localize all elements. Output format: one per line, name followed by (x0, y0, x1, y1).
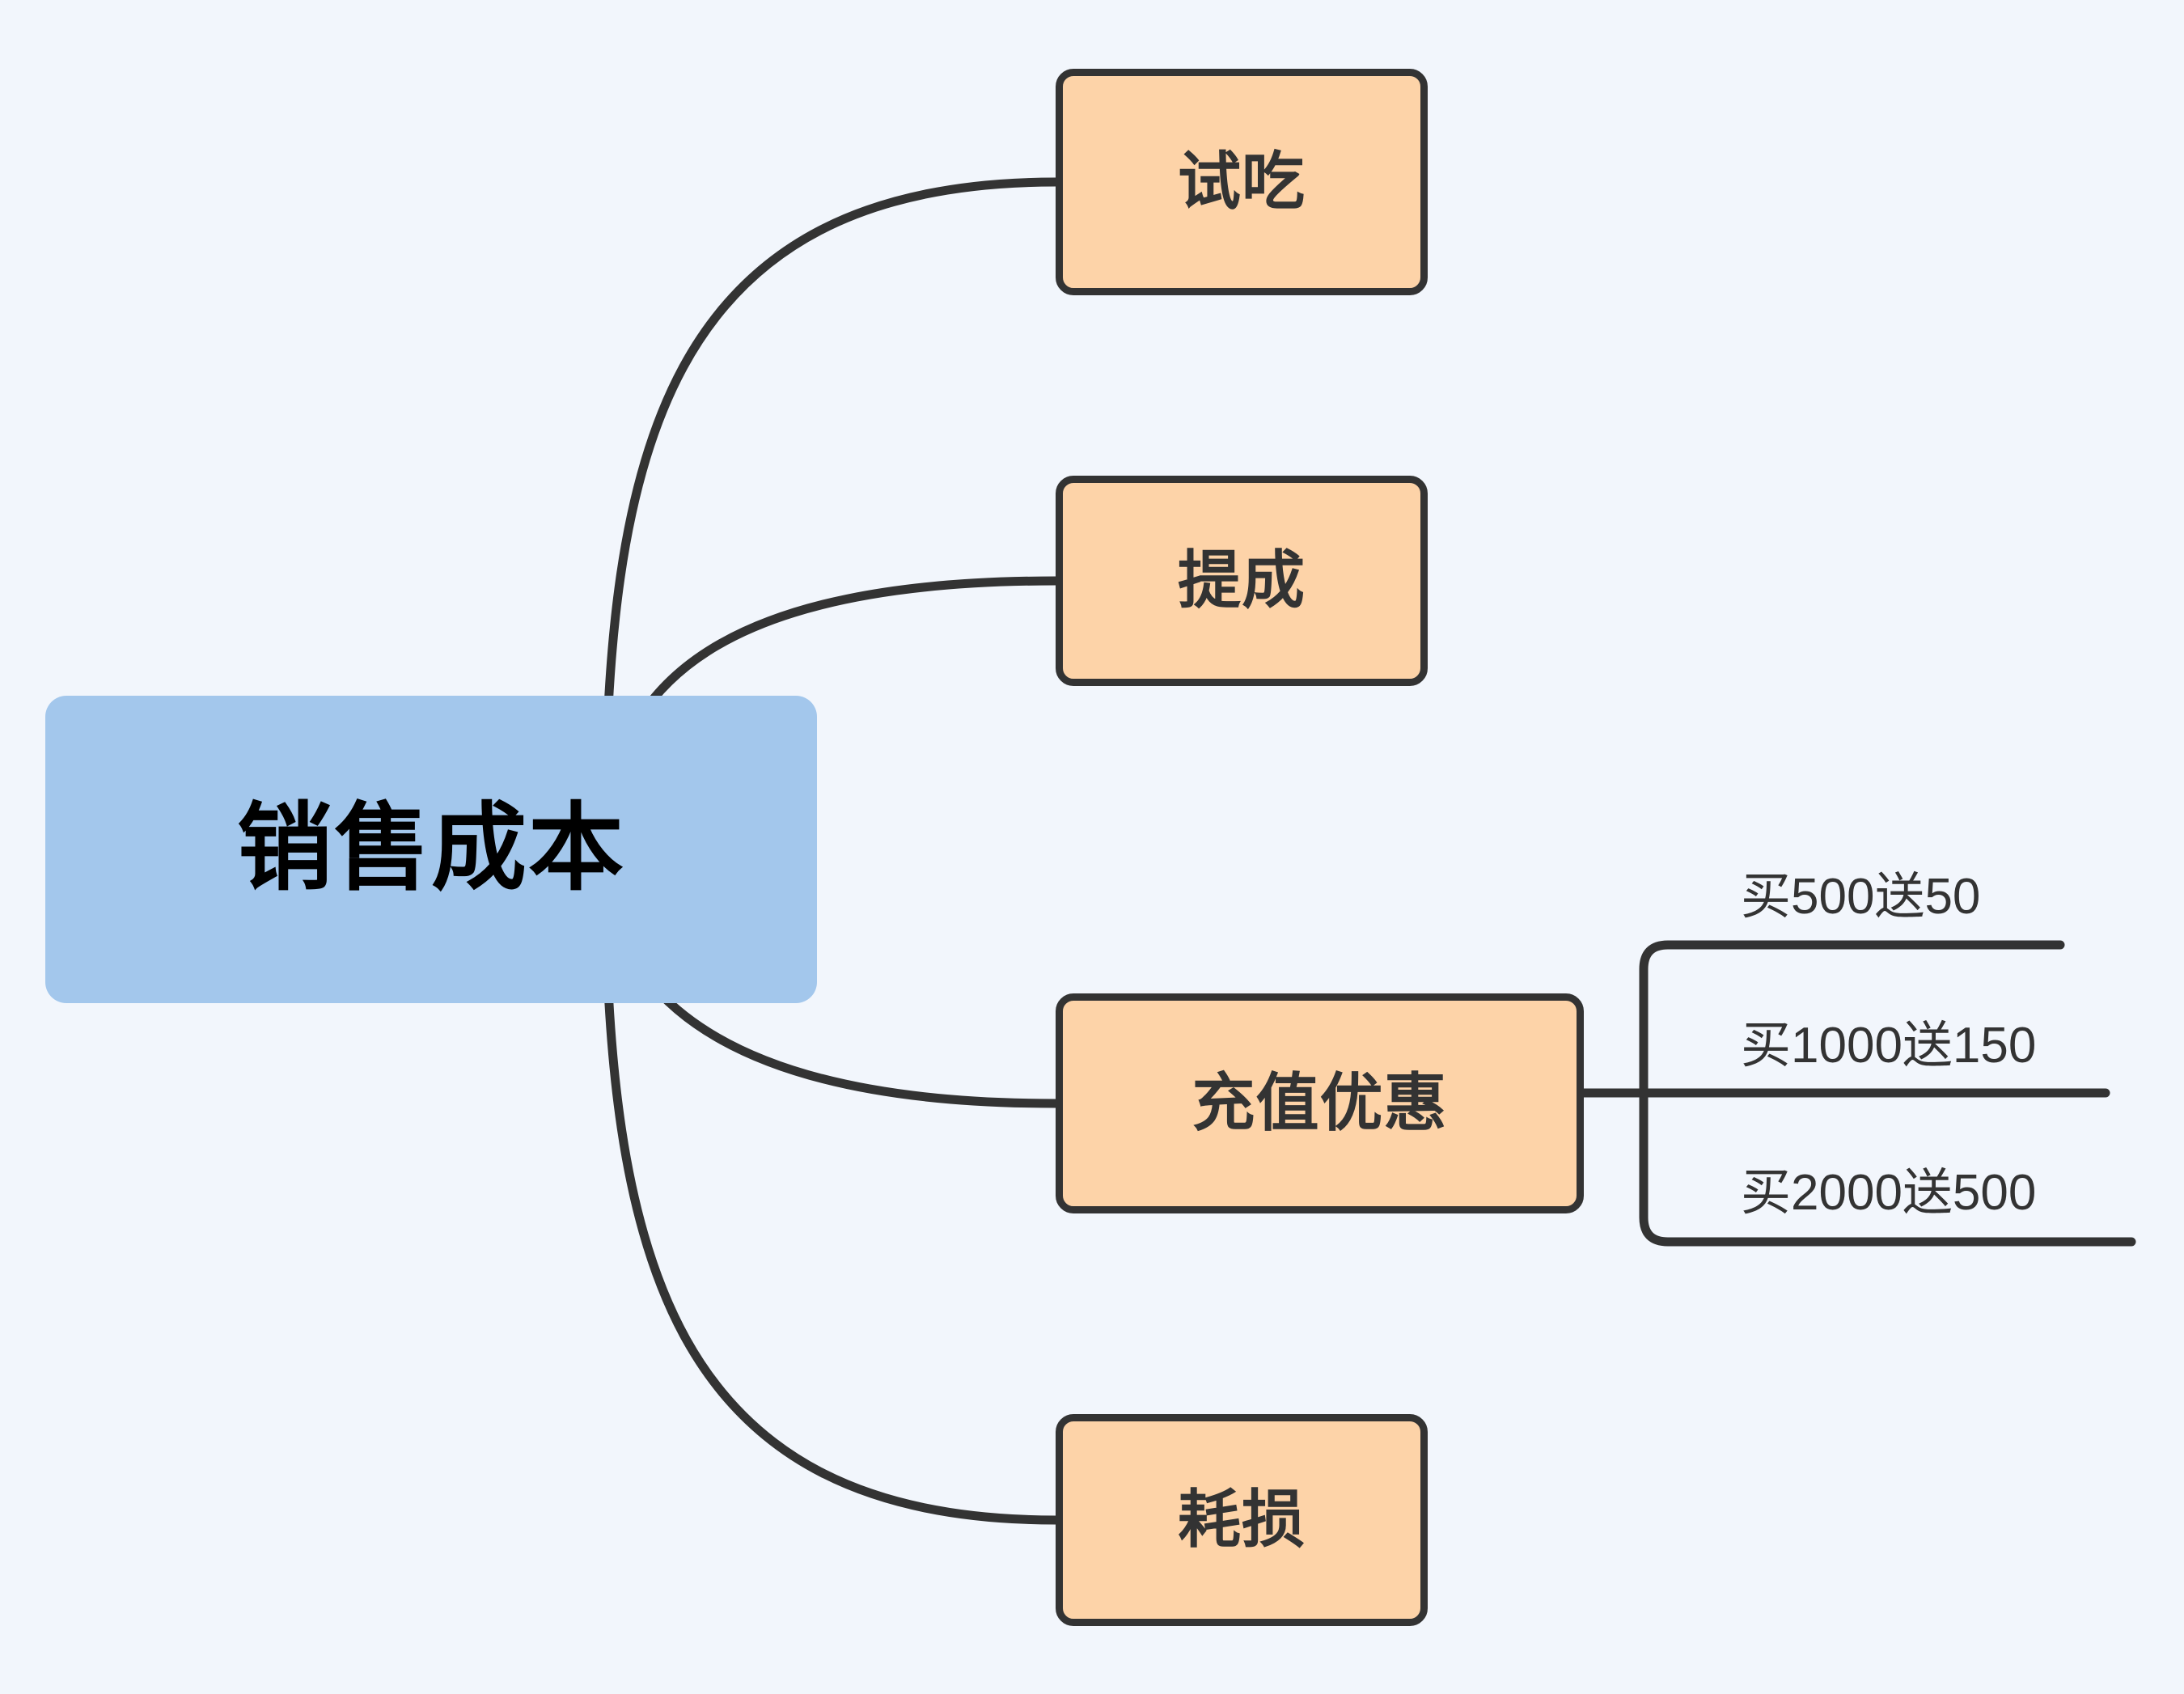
root-node[interactable]: 销售成本 (45, 696, 817, 1003)
root-node-label: 销售成本 (236, 795, 625, 903)
leaf-node-1000[interactable]: 买1000送150 (1741, 1021, 2036, 1071)
branch-node-chongzhi[interactable]: 充值优惠 (1056, 993, 1584, 1213)
leaf-node-1000-label: 买1000送150 (1741, 1018, 2037, 1074)
leaf-node-2000[interactable]: 买2000送500 (1741, 1168, 2036, 1218)
leaf-bracket-chongzhi (1579, 940, 2136, 1247)
branch-node-haosun[interactable]: 耗损 (1056, 1414, 1428, 1626)
branch-node-ticheng[interactable]: 提成 (1056, 476, 1428, 686)
leaf-node-2000-label: 买2000送500 (1741, 1165, 2037, 1221)
branch-node-shichi-label: 试吃 (1177, 146, 1306, 218)
leaf-node-500[interactable]: 买500送50 (1741, 872, 1980, 922)
edge-root-to-shichi (600, 177, 1060, 854)
edge-root-to-haosun (600, 845, 1060, 1525)
branch-node-shichi[interactable]: 试吃 (1056, 69, 1428, 295)
leaf-node-500-label: 买500送50 (1741, 869, 1981, 925)
branch-node-haosun-label: 耗损 (1177, 1484, 1306, 1556)
branch-node-ticheng-label: 提成 (1177, 544, 1306, 616)
branch-node-chongzhi-label: 充值优惠 (1191, 1067, 1448, 1139)
